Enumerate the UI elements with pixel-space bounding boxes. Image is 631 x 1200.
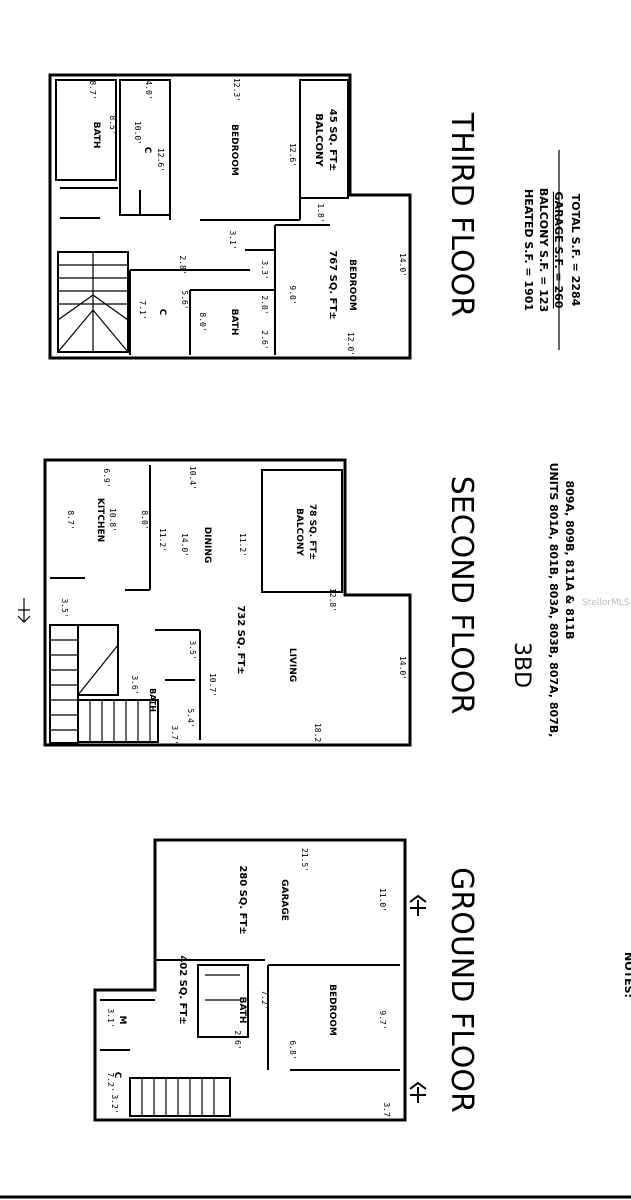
ground-bath-label: BATH [237, 997, 247, 1024]
third-dim-14: 5.6' [180, 290, 189, 309]
second-dim-12: 3.5' [60, 598, 69, 617]
ground-garage-area: 280 SQ. FT± [237, 865, 248, 934]
third-dim-4: 8.5' [108, 115, 117, 134]
second-floor-title: SECOND FLOOR [444, 476, 479, 715]
ground-dim-3: 7.2' [260, 990, 269, 1009]
ground-area-label: 402 SQ. FT± [177, 955, 188, 1024]
units-line-2: 809A, 809B, 811A & 811B [563, 480, 576, 639]
third-area-label: 767 SQ. FT± [327, 250, 338, 319]
third-dim-11: 3.1' [228, 230, 237, 249]
ground-floor-title: GROUND FLOOR [444, 867, 479, 1113]
second-floor-plan [43, 458, 412, 747]
third-dim-6: 12.6' [156, 148, 165, 172]
second-dim-16: 3.7' [170, 725, 179, 744]
second-area-label: 732 SQ. FT± [235, 605, 246, 674]
area-summary: HEATED S.F. = 1901 BALCONY S.F. = 123 GA… [522, 150, 582, 350]
ground-c-label: C [112, 1072, 122, 1079]
ground-dim-10: 3.2' [110, 1094, 119, 1113]
second-dim-10: 10.7' [208, 673, 217, 697]
third-dim-16: 9.0' [288, 285, 297, 304]
second-dim-6: 14.0' [180, 533, 189, 557]
third-balcony-label: BALCONY [313, 113, 324, 167]
second-dim-8: 12.8' [328, 588, 337, 612]
unit-type-label: 3BD [509, 642, 534, 688]
third-balcony-area: 45 SQ. FT± [327, 109, 338, 171]
third-floor-plan [48, 73, 412, 360]
third-dim-8: 1.8' [316, 203, 325, 222]
ground-garage-label: GARAGE [279, 879, 289, 921]
second-dim-4: 10.4' [188, 466, 197, 490]
second-living-label: LIVING [287, 648, 297, 682]
second-kitchen-label: KITCHEN [95, 498, 105, 542]
units-line-1: UNITS 801A, 801B, 803A, 803B, 807A, 807B… [547, 463, 560, 738]
ground-m-label: M [117, 1016, 127, 1025]
ground-dim-5: 3.7' [382, 1102, 391, 1121]
third-bedroom2-label: BEDROOM [347, 259, 357, 311]
ground-dim-2: 11.0' [378, 888, 387, 912]
third-dim-19: 3.3' [260, 260, 269, 279]
ground-dim-7: 3.1' [106, 1008, 115, 1027]
ground-floor-plan [93, 838, 407, 1122]
third-dim-17: 2.6' [260, 330, 269, 349]
ground-floor-labels: GARAGE 280 SQ. FT± 402 SQ. FT± BATH BEDR… [106, 848, 391, 1122]
front-entry-arrow-icon [409, 1081, 427, 1103]
second-floor-labels: KITCHEN 10.8' DINING LIVING BALCONY 78 S… [60, 466, 407, 747]
third-dim-7: 12.6' [288, 143, 297, 167]
third-closet2-label: C [157, 309, 167, 316]
second-dim-1: 8.7' [66, 510, 75, 529]
watermark: StellorMLS [582, 598, 630, 608]
second-dim-3: 6.9' [102, 468, 111, 487]
summary-total: TOTAL S.F. = 2284 [569, 194, 582, 307]
third-floor-title: THIRD FLOOR [444, 112, 479, 317]
second-balcony-label: BALCONY [294, 508, 304, 556]
third-dim-12: 2.8' [178, 255, 187, 274]
third-bedroom1-label: BEDROOM [229, 124, 239, 176]
second-dim-7: 11.2' [238, 533, 247, 557]
third-dim-3: 12.3' [232, 78, 241, 102]
third-dim-10: 12.0' [346, 332, 355, 356]
notes-label: NOTES: [622, 952, 631, 998]
second-kitchen-dim: 10.8' [108, 508, 117, 532]
third-closet1-label: C [142, 147, 152, 154]
second-dim-11: 18.2' [313, 723, 322, 747]
third-dim-18: 2.0' [260, 295, 269, 314]
summary-heated: HEATED S.F. = 1901 [522, 189, 535, 311]
second-dim-13: 3.5' [188, 640, 197, 659]
third-dim-1: 8.7' [88, 80, 97, 99]
ground-dim-4: 9.7' [378, 1010, 387, 1029]
third-floor-labels: BATH BEDROOM BALCONY 45 SQ. FT± BEDROOM … [88, 78, 407, 356]
third-dim-2: 4.0' [144, 80, 153, 99]
second-bath-label: BATH [148, 688, 157, 712]
entry-arrow-icon [17, 598, 31, 623]
third-bath2-label: BATH [229, 309, 239, 336]
third-dim-15: 8.0' [198, 312, 207, 331]
second-dim-15: 3.6' [130, 675, 139, 694]
ground-dim-9: 2.6' [233, 1030, 242, 1049]
garage-entry-arrow-icon [409, 894, 427, 916]
ground-bedroom-label: BEDROOM [327, 984, 337, 1036]
third-dim-5: 10.0' [133, 121, 142, 145]
ground-dim-8: 6.8' [288, 1040, 297, 1059]
third-bath1-label: BATH [91, 122, 101, 149]
ground-dim-1: 21.5' [300, 848, 309, 872]
second-dim-2: 8.0' [140, 510, 149, 529]
third-dim-13: 7.1' [138, 300, 147, 319]
ground-dim-6: 7.2' [106, 1072, 115, 1091]
second-dim-14: 5.4' [186, 708, 195, 727]
summary-balcony: BALCONY S.F. = 123 [537, 188, 550, 312]
third-dim-9: 14.0' [398, 253, 407, 277]
second-dining-label: DINING [202, 527, 212, 564]
second-balcony-area: 78 SQ. FT± [307, 504, 317, 560]
second-dim-5: 11.2' [158, 528, 167, 552]
second-dim-9: 14.0' [398, 656, 407, 680]
